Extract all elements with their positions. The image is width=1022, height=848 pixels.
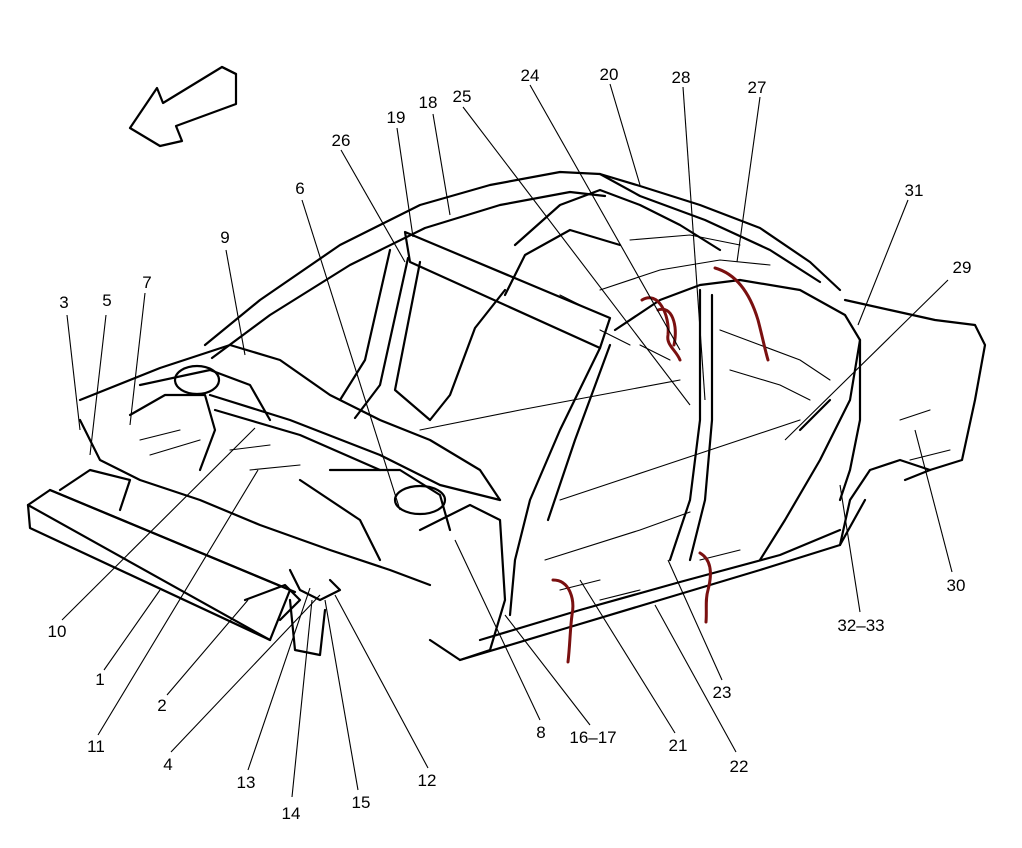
callout-11: 11 — [87, 737, 105, 756]
callout-22: 22 — [730, 757, 749, 776]
callout-1: 1 — [95, 670, 104, 689]
callout-31: 31 — [905, 181, 924, 200]
section-cut-markers — [551, 266, 770, 664]
callout-28: 28 — [672, 68, 691, 87]
callout-10: 10 — [48, 622, 67, 641]
callout-4: 4 — [163, 755, 172, 774]
callout-14: 14 — [282, 804, 301, 823]
cut-marker-rocker-front — [551, 578, 575, 664]
callout-21: 21 — [669, 736, 688, 755]
callout-16-17: 16–17 — [569, 728, 616, 747]
callout-29: 29 — [953, 258, 972, 277]
callout-5: 5 — [102, 291, 111, 310]
callout-25: 25 — [453, 87, 472, 106]
cut-marker-pillar-left — [640, 296, 682, 362]
cut-marker-roof-rear — [713, 266, 770, 362]
cut-marker-rocker-rear — [698, 551, 712, 624]
callout-20: 20 — [600, 65, 619, 84]
callout-24: 24 — [521, 66, 540, 85]
callout-labels: 1 2 3 4 5 6 7 8 9 10 11 12 13 14 15 16–1… — [48, 65, 972, 823]
callout-19: 19 — [387, 108, 406, 127]
callout-3: 3 — [59, 293, 68, 312]
callout-27: 27 — [748, 78, 767, 97]
callout-32-33: 32–33 — [837, 616, 884, 635]
callout-18: 18 — [419, 93, 438, 112]
callout-8: 8 — [536, 723, 545, 742]
front-direction-arrow-icon — [128, 65, 238, 148]
callout-30: 30 — [947, 576, 966, 595]
vehicle-body-illustration — [26, 170, 987, 662]
callout-2: 2 — [157, 696, 166, 715]
callout-7: 7 — [142, 273, 151, 292]
callout-26: 26 — [332, 131, 351, 150]
callout-15: 15 — [352, 793, 371, 812]
callout-12: 12 — [418, 771, 437, 790]
callout-23: 23 — [713, 683, 732, 702]
callout-leader-lines — [61, 83, 953, 798]
callout-9: 9 — [220, 228, 229, 247]
callout-13: 13 — [237, 773, 256, 792]
callout-6: 6 — [295, 179, 304, 198]
